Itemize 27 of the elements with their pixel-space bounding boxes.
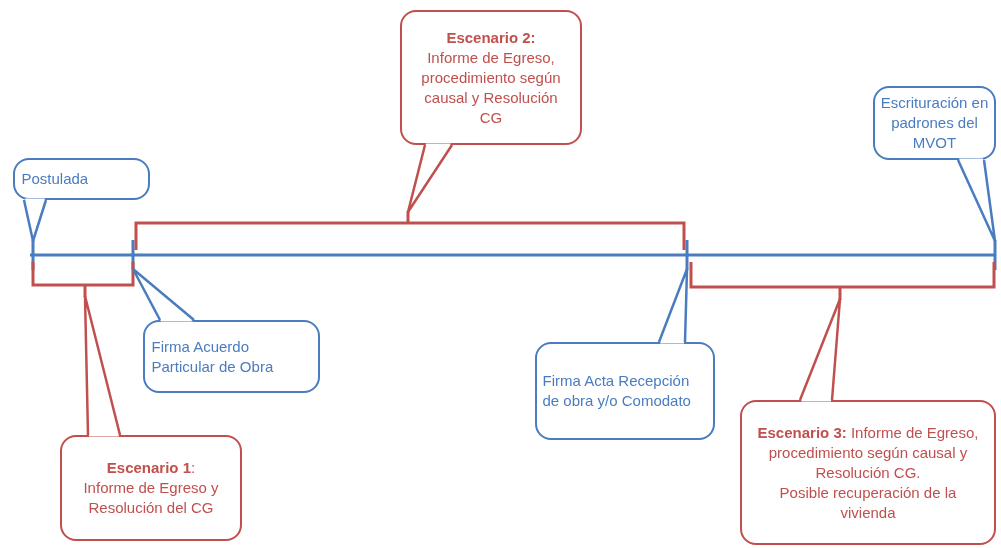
callout-box bbox=[400, 10, 582, 145]
timeline bbox=[28, 238, 998, 272]
callout-pointer bbox=[798, 297, 842, 402]
callout-box bbox=[535, 342, 715, 440]
callout-pointer bbox=[956, 158, 997, 243]
callout-text: Escenario 1: bbox=[106, 458, 196, 478]
callout-pointer bbox=[83, 294, 122, 437]
bracket bbox=[31, 260, 135, 299]
callout-box bbox=[740, 400, 996, 545]
bracket bbox=[689, 260, 996, 302]
callout-box bbox=[873, 86, 996, 160]
callout-text: Informe de Egreso y Resolución del CG bbox=[82, 478, 220, 518]
bracket bbox=[134, 209, 686, 252]
callout-text: Informe de Egreso, procedimiento según causal y Resolución CG bbox=[420, 47, 562, 128]
callout-pointer bbox=[406, 143, 454, 214]
callout-pointer bbox=[22, 198, 48, 243]
callout-text: Firma Acta Recepción de obra y/o Comodato bbox=[542, 371, 692, 411]
callout-text: Postulada bbox=[21, 169, 89, 189]
callout-box bbox=[60, 435, 242, 541]
callout-pointer bbox=[657, 267, 689, 344]
callout-text: Posible recuperación de la vivienda bbox=[778, 482, 958, 523]
callout-text: Firma Acuerdo Particular de Obra bbox=[151, 336, 275, 377]
callout-text: Escenario 2: bbox=[446, 27, 536, 48]
callout-box bbox=[13, 158, 150, 200]
callout-text: Escenario 3: Informe de Egreso, procedimiento según causal y Resolución CG. bbox=[756, 422, 980, 483]
callout-pointer bbox=[131, 267, 196, 322]
callout-text: Escrituración en padrones del MVOT bbox=[879, 93, 990, 153]
